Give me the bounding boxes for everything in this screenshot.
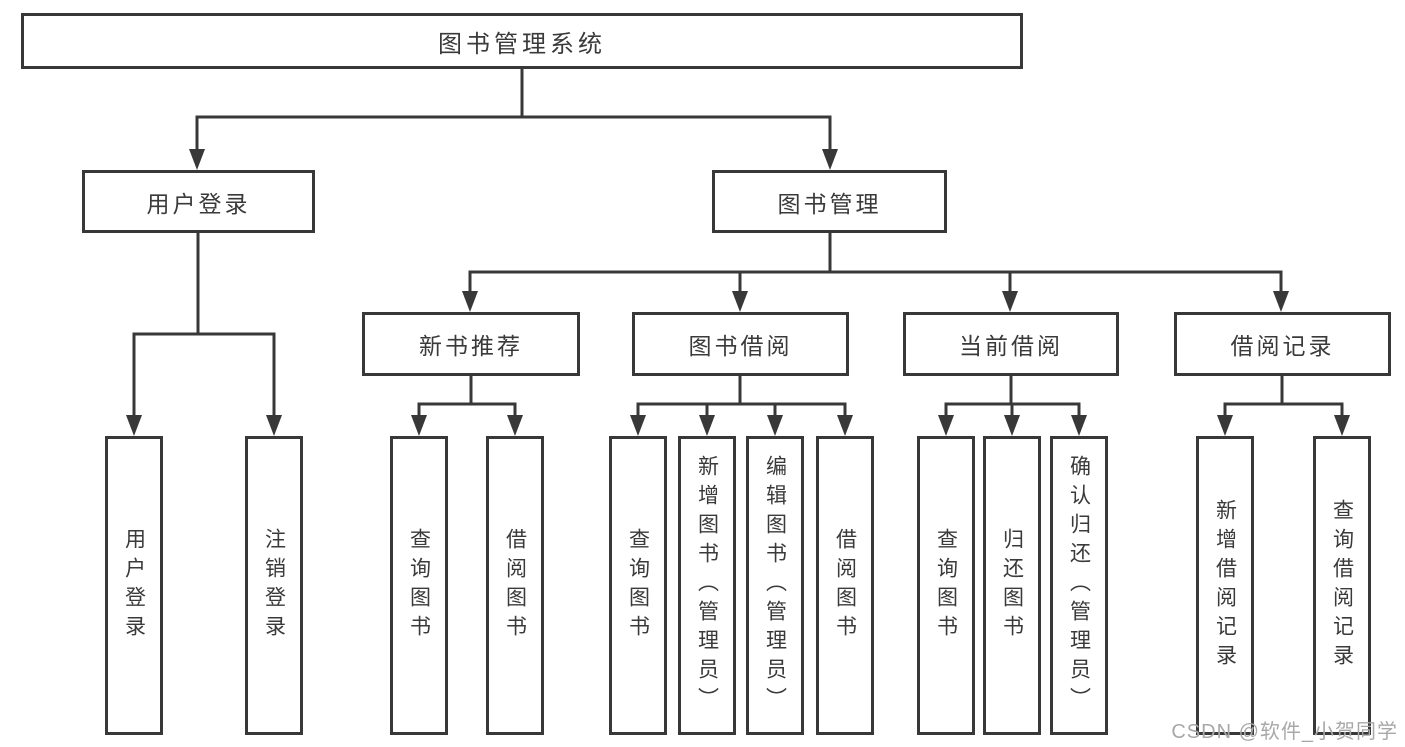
leaf-label: 借阅图书 <box>503 527 527 644</box>
arrowhead <box>699 415 715 436</box>
leaf-query-books-current: 查询图书 <box>917 436 975 735</box>
arrowhead <box>1002 291 1018 312</box>
node-borrow-record: 借阅记录 <box>1174 312 1391 376</box>
connector-borrow-record-to-leaves <box>1223 374 1344 418</box>
leaf-label: 注销登录 <box>262 527 286 644</box>
arrowhead <box>822 149 838 170</box>
leaf-add-books-admin: 新增图书（管理员） <box>678 436 736 735</box>
leaf-label: 查询图书 <box>626 527 650 644</box>
arrowhead <box>1071 415 1087 436</box>
arrowhead <box>507 415 523 436</box>
leaf-query-books-recommend: 查询图书 <box>390 436 448 735</box>
leaf-query-books-borrow: 查询图书 <box>609 436 667 735</box>
arrowhead <box>411 415 427 436</box>
leaf-label: 归还图书 <box>1000 527 1024 644</box>
leaf-label: 查询图书 <box>934 527 958 644</box>
arrowhead <box>1004 415 1020 436</box>
connector-root-to-level2 <box>195 67 832 152</box>
connector-book-management-to-level3 <box>468 231 1283 294</box>
leaf-return-books: 归还图书 <box>983 436 1041 735</box>
arrowhead <box>732 291 748 312</box>
connector-book-borrow-to-leaves <box>636 374 847 418</box>
leaf-label: 编辑图书（管理员） <box>763 455 787 716</box>
leaf-label: 新增借阅记录 <box>1213 498 1237 673</box>
leaf-label: 查询借阅记录 <box>1330 498 1354 673</box>
leaf-edit-books-admin: 编辑图书（管理员） <box>746 436 804 735</box>
arrowhead <box>189 149 205 170</box>
leaf-borrow-books-recommend: 借阅图书 <box>486 436 544 735</box>
leaf-user-login: 用户登录 <box>105 436 163 735</box>
connector-new-book-to-leaves <box>417 374 517 418</box>
leaf-borrow-books: 借阅图书 <box>816 436 874 735</box>
leaf-logout: 注销登录 <box>245 436 303 735</box>
leaf-confirm-return-admin: 确认归还（管理员） <box>1050 436 1108 735</box>
arrowhead <box>630 415 646 436</box>
connector-current-borrow-to-leaves <box>944 374 1081 418</box>
leaf-label: 确认归还（管理员） <box>1067 455 1091 716</box>
leaf-label: 查询图书 <box>407 527 431 644</box>
arrowhead <box>1273 291 1289 312</box>
arrowhead <box>837 415 853 436</box>
leaf-label: 用户登录 <box>122 527 146 644</box>
leaf-query-borrow-record: 查询借阅记录 <box>1313 436 1371 735</box>
csdn-watermark: CSDN @软件_小贺同学 <box>1171 721 1398 743</box>
leaf-label: 新增图书（管理员） <box>695 455 719 716</box>
arrowhead <box>767 415 783 436</box>
arrowhead <box>1217 415 1233 436</box>
arrowhead <box>938 415 954 436</box>
node-library-system: 图书管理系统 <box>21 13 1023 69</box>
node-book-borrow: 图书借阅 <box>632 312 849 376</box>
arrowhead <box>266 415 282 436</box>
arrowhead <box>1334 415 1350 436</box>
arrowhead <box>462 291 478 312</box>
node-current-borrow: 当前借阅 <box>903 312 1119 376</box>
leaf-label: 借阅图书 <box>833 527 857 644</box>
leaf-add-borrow-record: 新增借阅记录 <box>1196 436 1254 735</box>
node-new-book-recommend: 新书推荐 <box>362 312 580 376</box>
connector-user-login-to-leaves <box>132 231 276 418</box>
node-book-management: 图书管理 <box>712 170 947 233</box>
node-user-login: 用户登录 <box>82 170 315 233</box>
arrowhead <box>126 415 142 436</box>
